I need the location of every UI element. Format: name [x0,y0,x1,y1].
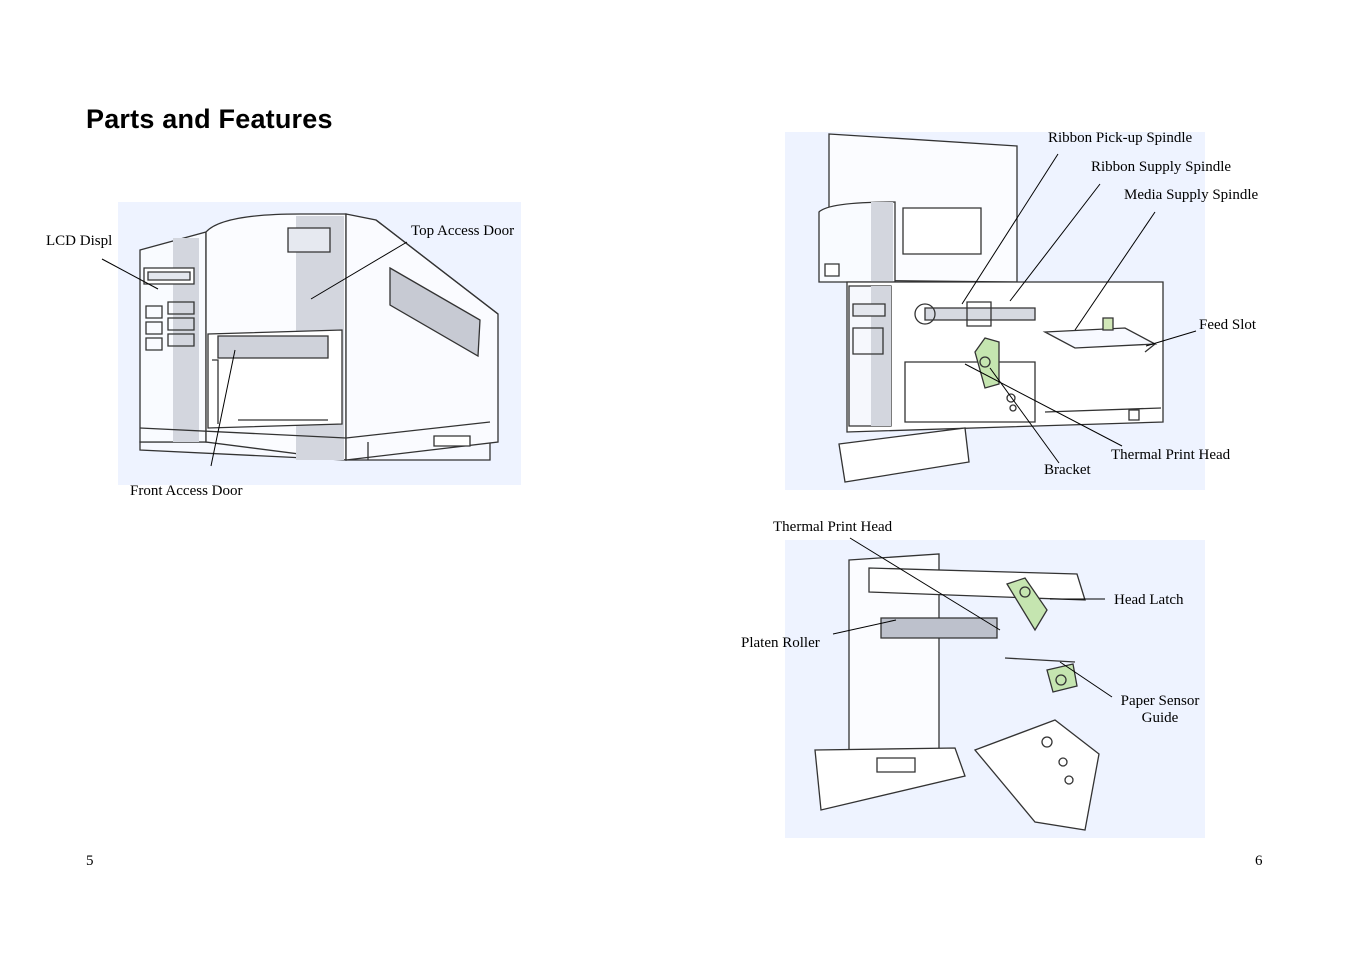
label-bracket: Bracket [1044,462,1091,478]
page-title: Parts and Features [86,104,333,134]
label-paper-sensor-guide-line1: Paper Sensor [1120,693,1200,709]
label-top-access-door: Top Access Door [411,223,515,239]
label-thermal-print-head-interior: Thermal Print Head [1111,447,1231,463]
label-head-latch: Head Latch [1114,592,1184,608]
label-ribbon-supply-spindle: Ribbon Supply Spindle [1091,159,1232,175]
label-front-access-door: Front Access Door [130,483,243,499]
page-number-right: 6 [1255,853,1263,869]
label-media-supply-spindle: Media Supply Spindle [1124,187,1259,203]
label-platen-roller: Platen Roller [741,635,820,651]
label-thermal-print-head-closeup: Thermal Print Head [773,519,893,535]
label-paper-sensor-guide: Paper Sensor Guide [1117,693,1203,727]
label-feed-slot: Feed Slot [1199,317,1257,333]
printer-interior-illustration [785,132,1205,490]
label-lcd-display: LCD Displ [46,233,113,249]
label-paper-sensor-guide-line2: Guide [1141,710,1179,726]
label-ribbon-pickup-spindle: Ribbon Pick-up Spindle [1048,130,1193,146]
printer-front-illustration [118,202,521,485]
printhead-illustration [785,540,1205,838]
page-number-left: 5 [86,853,94,869]
